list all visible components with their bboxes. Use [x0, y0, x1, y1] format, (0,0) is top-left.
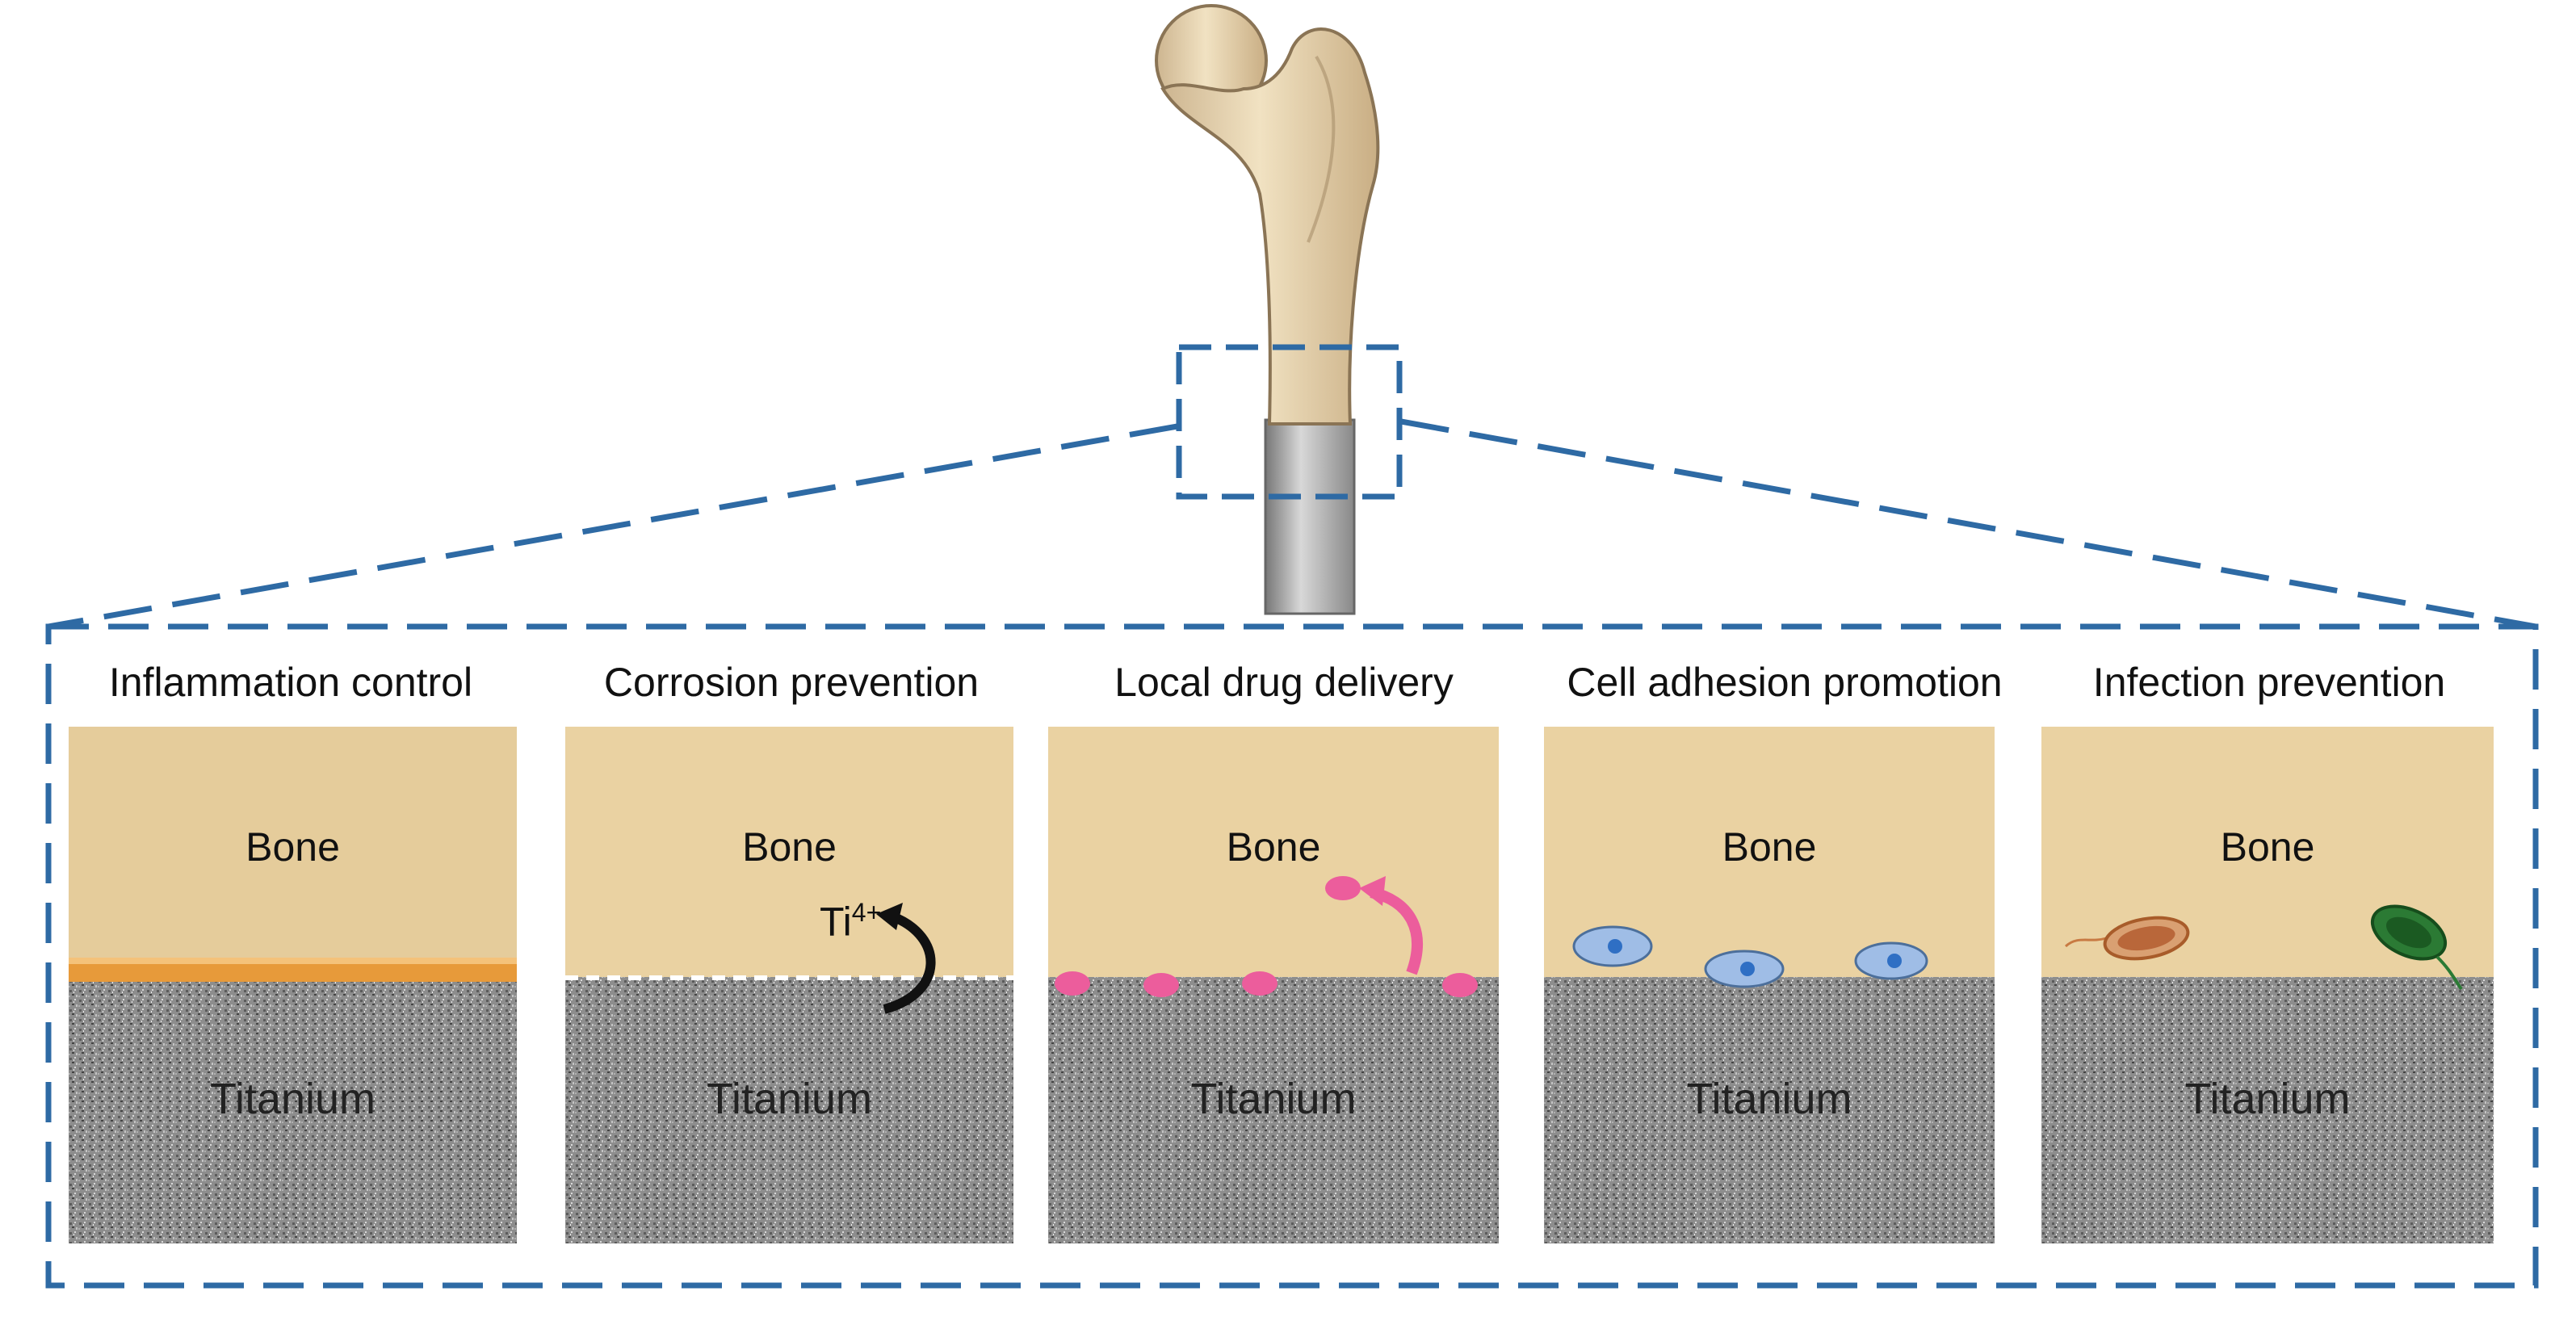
drug-particles [1055, 876, 1478, 997]
titanium-label: Titanium [209, 1075, 376, 1123]
zoom-line-right [1400, 418, 2536, 630]
titanium-label: Titanium [706, 1075, 873, 1123]
bone-label: Bone [2220, 824, 2315, 870]
bacterium-green [2370, 904, 2463, 991]
zoom-box [1176, 344, 1403, 500]
panel-drug-delivery: Bone Titanium [1048, 727, 1499, 1243]
adhered-cells [1572, 925, 1928, 988]
anti-inflammatory-coating [69, 962, 517, 982]
ti-ion-label: Ti4+ [820, 898, 882, 945]
ion-release-arrow [883, 912, 936, 1014]
panel-title-cell-adhesion: Cell adhesion promotion [1567, 660, 2003, 705]
femur-illustration [48, 4, 2536, 630]
titanium-label: Titanium [2184, 1075, 2351, 1123]
panel-infection: Bone Titanium [2041, 727, 2494, 1243]
panel-title-corrosion: Corrosion prevention [603, 660, 980, 705]
bacterium-orange [2064, 916, 2190, 961]
femur-bone [1155, 4, 1380, 426]
panel-inflammation: Bone Titanium [69, 727, 517, 1243]
titanium-label: Titanium [1686, 1075, 1852, 1123]
bone-label: Bone [742, 824, 837, 870]
bone-label: Bone [1722, 824, 1817, 870]
panel-cell-adhesion: Bone Titanium [1544, 727, 1995, 1243]
panel-title-drug-delivery: Local drug delivery [1114, 660, 1454, 705]
bone-label: Bone [245, 824, 340, 870]
bone-label: Bone [1226, 824, 1321, 870]
panel-title-inflammation: Inflammation control [108, 660, 473, 705]
titanium-label: Titanium [1190, 1075, 1357, 1123]
panel-corrosion: Bone Ti4+ Titanium [565, 727, 1013, 1243]
zoom-line-left [48, 423, 1178, 630]
panel-title-infection: Infection prevention [2092, 660, 2446, 705]
implant-stem [1264, 418, 1356, 615]
